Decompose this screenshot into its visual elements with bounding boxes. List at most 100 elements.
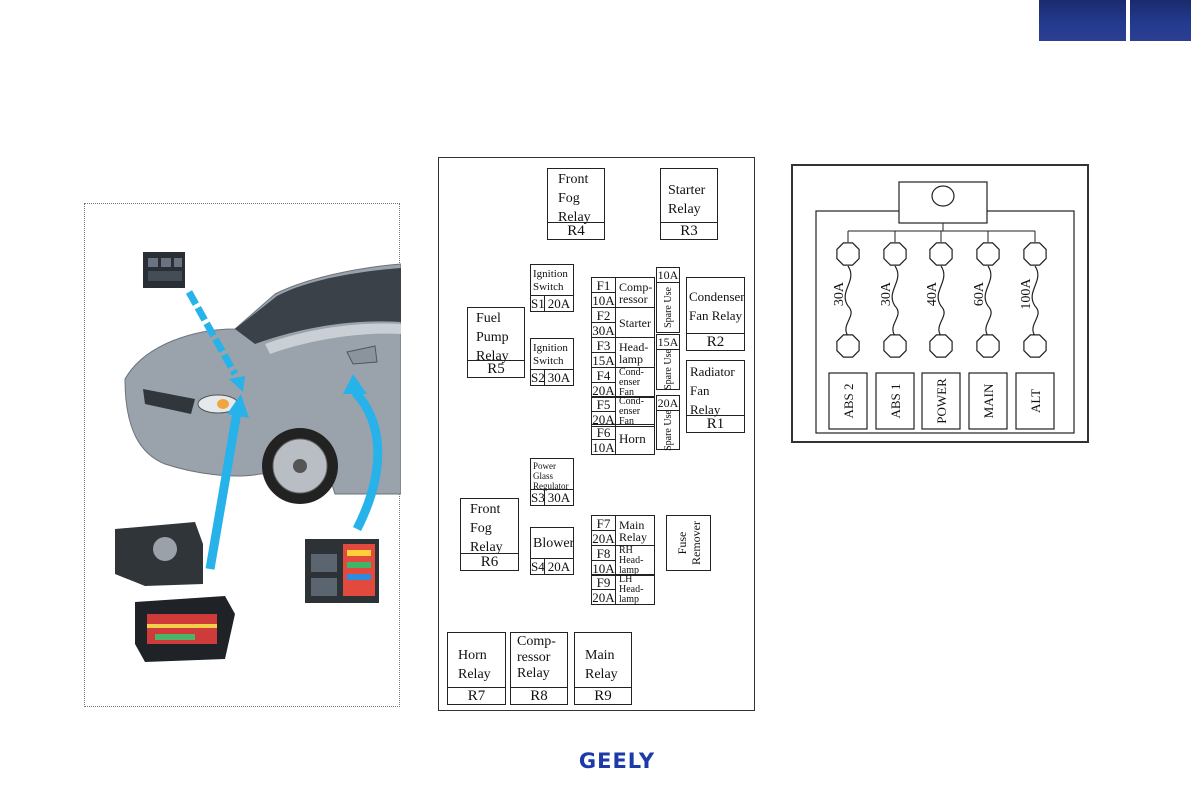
main-fuse-label-box-2 — [875, 372, 915, 430]
fuse-box-diagram: Front Fog Relay R4 Starter Relay R3 Fuel… — [438, 157, 755, 711]
geely-logo: GEELY — [578, 749, 656, 773]
main-fuse-amp-2: 30A — [879, 281, 894, 306]
relay-r8-code: R8 — [510, 687, 568, 705]
relay-r5-code: R5 — [467, 360, 525, 378]
relay-r6-name: Front Fog Relay — [470, 502, 503, 555]
fuse-f1-code: F1 — [591, 277, 616, 293]
spare-fuse-3-amp: 20A — [657, 396, 679, 411]
car-illustration — [115, 252, 402, 662]
relay-r8-name: Comp- ressor Relay — [517, 634, 556, 681]
fuse-f7-code: F7 — [591, 515, 616, 531]
main-fuse-label-4: MAIN — [981, 383, 996, 418]
main-fuse-label-5: ALT — [1028, 389, 1043, 413]
fuse-f5-code: F5 — [591, 396, 616, 412]
header-tab-1 — [1039, 0, 1126, 41]
switch-s4: Blower S4 20A — [530, 527, 574, 575]
main-fuse-link-4 — [984, 265, 992, 337]
fuse-f1-name: Comp- ressor — [615, 277, 655, 308]
relay-r6: Front Fog Relay R6 — [460, 498, 519, 571]
relay-r3: Starter Relay R3 — [660, 168, 718, 240]
switch-s3: Power Glass Regulator S3 30A — [530, 458, 574, 506]
fuse-f3-amp: 15A — [591, 352, 616, 368]
main-fuse-label-box-1 — [828, 372, 868, 430]
relay-r5-name: Fuel Pump Relay — [476, 311, 509, 364]
main-fuse-bottom-terminal-1 — [836, 334, 860, 358]
spare-fuse-1-amp: 10A — [657, 268, 679, 283]
switch-s1-name: Ignition Switch — [533, 268, 568, 293]
relay-r8: Comp- ressor Relay R8 — [510, 632, 568, 705]
main-fuse-top-terminal-5 — [1023, 242, 1047, 266]
fuse-f9-amp: 20A — [591, 589, 616, 605]
switch-s2-code: S2 — [530, 369, 545, 386]
spare-fuse-2: 15A Spare Use — [656, 334, 680, 390]
spare-fuse-1-label: Spare Use — [662, 287, 674, 328]
fuse-f2-amp: 30A — [591, 322, 616, 338]
main-fuse-label-box-4 — [968, 372, 1008, 430]
fuse-remover: Fuse Remover — [666, 515, 711, 571]
relay-r2-code: R2 — [686, 333, 745, 351]
fuse-f5-name: Cond- enser Fan — [615, 396, 655, 427]
relay-r7-name: Horn Relay — [458, 648, 491, 682]
header-tab-2 — [1130, 0, 1191, 41]
fuse-f8-name: RH Head- lamp — [615, 545, 655, 576]
main-fuse-amp-3: 40A — [925, 281, 940, 306]
main-fuse-link-1 — [844, 265, 852, 337]
main-fuse-bottom-terminal-2 — [883, 334, 907, 358]
relay-r1-code: R1 — [686, 415, 745, 433]
main-fuse-label-2: ABS 1 — [888, 383, 903, 418]
main-fuse-label-box-3 — [921, 372, 961, 430]
spare-fuse-1: 10A Spare Use — [656, 267, 680, 333]
relay-r1: Radiator Fan Relay R1 — [686, 360, 745, 433]
relay-r5: Fuel Pump Relay R5 — [467, 307, 525, 378]
fuse-f9-code: F9 — [591, 574, 616, 590]
main-fuse-link-2 — [891, 265, 899, 337]
fuse-f1-amp: 10A — [591, 292, 616, 308]
fuse-f6-code: F6 — [591, 424, 616, 440]
main-fuse-label-1: ABS 2 — [841, 383, 856, 418]
switch-s4-code: S4 — [530, 558, 545, 575]
main-fuse-bottom-terminal-3 — [929, 334, 953, 358]
switch-s3-amp: 30A — [544, 489, 574, 506]
fuse-f6-name: Horn — [615, 424, 655, 455]
relay-r4-name: Front Fog Relay — [558, 172, 591, 225]
main-fuse-amp-1: 30A — [832, 281, 847, 306]
main-fuse-top-terminal-1 — [836, 242, 860, 266]
fuse-f6-amp: 10A — [591, 439, 616, 455]
switch-s2-amp: 30A — [544, 369, 574, 386]
switch-s2: Ignition Switch S2 30A — [530, 338, 574, 386]
main-fuse-top-terminal-4 — [976, 242, 1000, 266]
fuse-f4-name: Cond- enser Fan — [615, 367, 655, 398]
main-fuse-label-3: POWER — [934, 378, 949, 424]
relay-r3-name: Starter Relay — [668, 183, 706, 217]
spare-fuse-2-label: Spare Use — [662, 349, 674, 390]
spare-fuse-2-amp: 15A — [657, 335, 679, 350]
relay-r7: Horn Relay R7 — [447, 632, 506, 705]
switch-s1: Ignition Switch S1 20A — [530, 264, 574, 312]
fuse-f4-code: F4 — [591, 367, 616, 383]
relay-r7-code: R7 — [447, 687, 506, 705]
relay-r2-name: Condenser Fan Relay — [689, 289, 745, 323]
main-fuse-link-5 — [1031, 265, 1039, 337]
main-fuse-amp-5: 100A — [1019, 278, 1034, 310]
fuse-f2-code: F2 — [591, 307, 616, 323]
relay-r1-name: Radiator Fan Relay — [690, 364, 735, 417]
main-fuse-bottom-terminal-4 — [976, 334, 1000, 358]
spare-fuse-3: 20A Spare Use — [656, 395, 680, 450]
fuse-remover-label: Fuse Remover — [674, 521, 703, 565]
car-location-panel — [84, 203, 402, 707]
fuse-f3-code: F3 — [591, 337, 616, 353]
main-fuse-top-terminal-3 — [929, 242, 953, 266]
fuse-f7-name: Main Relay — [615, 515, 655, 546]
main-fuse-bottom-terminal-5 — [1023, 334, 1047, 358]
fuse-f3-name: Head- lamp — [615, 337, 655, 368]
relay-r9-code: R9 — [574, 687, 632, 705]
switch-s1-code: S1 — [530, 295, 545, 312]
switch-s3-name: Power Glass Regulator — [533, 461, 569, 491]
fuse-f9-name: LH Head- lamp — [615, 574, 655, 605]
fuse-f7-amp: 20A — [591, 530, 616, 546]
fuse-f8-code: F8 — [591, 545, 616, 561]
relay-r3-code: R3 — [660, 222, 718, 240]
relay-r6-code: R6 — [460, 553, 519, 571]
